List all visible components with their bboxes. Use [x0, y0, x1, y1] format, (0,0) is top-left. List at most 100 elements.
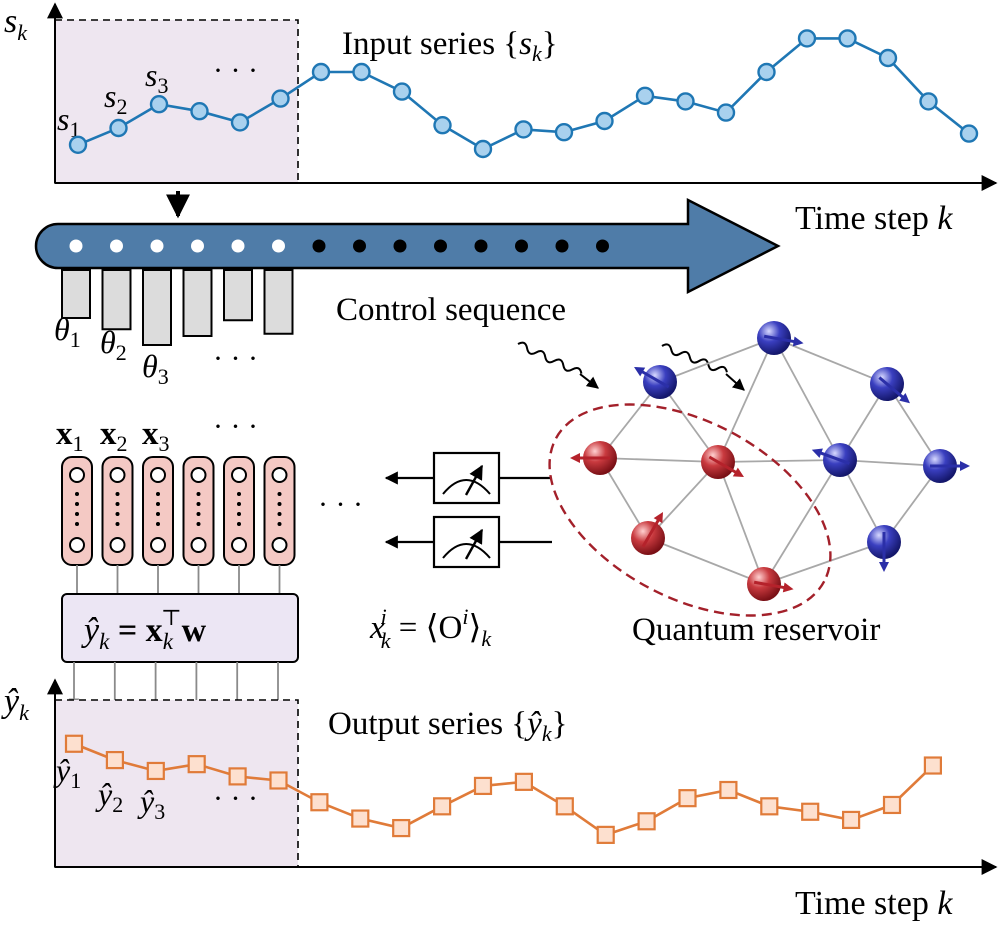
- data-point-6: [271, 89, 290, 108]
- control-dots: [69, 239, 609, 253]
- input-point-ellipsis: · · ·: [213, 54, 258, 87]
- theta-2-label: θ2: [100, 324, 127, 365]
- control-dot-black: [555, 239, 569, 253]
- capsule-dot: [196, 492, 201, 496]
- control-dot-white: [150, 239, 164, 253]
- feature-vector-capsule: [101, 456, 134, 594]
- capsule-dot: [75, 502, 79, 506]
- quantum-reservoir: Quantum reservoir: [517, 321, 970, 648]
- data-point-14: [595, 111, 614, 131]
- spin-arrow-shaft: [638, 368, 670, 389]
- output-series-title: Output series {ŷk}: [328, 706, 567, 746]
- spin-arrow-head: [634, 367, 646, 377]
- spin-arrow-head: [792, 336, 804, 347]
- data-point-17: [716, 103, 736, 122]
- capsule-top-element: [109, 467, 126, 483]
- reservoir-label: Quantum reservoir: [632, 612, 880, 648]
- data-point-20: [838, 29, 857, 48]
- capsule-top-element: [190, 467, 207, 483]
- capsule-top-element: [69, 467, 85, 483]
- lattice-edge: [717, 459, 841, 463]
- data-point-9: [392, 818, 411, 838]
- control-bar-2: [101, 269, 132, 331]
- data-point-1: [64, 734, 84, 753]
- spin-arrow-head: [811, 448, 823, 458]
- data-point-13: [554, 122, 574, 142]
- capsule-bottom-element: [190, 537, 207, 553]
- output-point-label-y3: ŷ3: [137, 783, 165, 824]
- spin-arrow-head: [879, 562, 889, 572]
- red-spin: [747, 567, 794, 601]
- capsule-dot: [156, 502, 160, 506]
- data-point-9: [392, 82, 412, 101]
- x3-label: x3: [142, 416, 170, 456]
- capsule-dot: [156, 512, 160, 516]
- data-point-11: [473, 776, 493, 796]
- data-point-7: [310, 793, 329, 812]
- capsule-dot: [196, 502, 201, 506]
- input-series-chart: sk Time step k Input series {sk} s1 s2 s…: [4, 2, 998, 237]
- data-point-12: [514, 120, 533, 139]
- data-point-4: [190, 101, 209, 121]
- data-point-21: [882, 795, 902, 815]
- lattice-edge: [773, 337, 841, 461]
- control-bar-3: [142, 269, 172, 346]
- feature-capsules: [61, 456, 296, 594]
- series-line: [73, 742, 934, 837]
- data-point-19: [797, 29, 817, 48]
- output-series-marks: [64, 734, 943, 844]
- theta-3-label: θ3: [142, 348, 169, 389]
- data-point-14: [596, 825, 615, 844]
- meter-icon: [432, 451, 501, 505]
- feature-vectors: x1 x2 x3 · · · · · · ŷk = xk⊤w: [56, 410, 363, 750]
- data-point-6: [269, 771, 288, 790]
- control-bar-5: [223, 269, 253, 322]
- capsule-dot: [115, 522, 120, 526]
- theta-1-label: θ1: [54, 311, 81, 352]
- drive-wave-2: [661, 343, 745, 391]
- readout-equation: ŷk = xk⊤w: [81, 605, 207, 654]
- drive-wave-1: [517, 341, 599, 389]
- data-point-12: [514, 772, 534, 791]
- capsule-bottom-element: [150, 537, 166, 553]
- capsule-bottom-element: [69, 537, 85, 553]
- capsule-dot: [277, 492, 282, 496]
- output-point-label-y1: ŷ1: [53, 752, 81, 793]
- data-point-3: [146, 761, 165, 781]
- data-point-16: [678, 789, 697, 808]
- control-dot-white: [69, 239, 83, 253]
- capsule-dot: [196, 522, 201, 526]
- capsule-bottom-element: [231, 537, 247, 553]
- capsule-row-ellipsis: · · ·: [318, 488, 363, 521]
- capsule-top-element: [231, 467, 247, 483]
- control-dot-white: [272, 239, 285, 253]
- measured-subsystem-ellipse: [548, 403, 832, 617]
- lattice-edge: [659, 337, 775, 383]
- spin-arrow-head: [782, 582, 794, 593]
- control-dot-black: [353, 239, 366, 253]
- lattice-edge: [773, 337, 888, 385]
- control-dot-black: [474, 239, 488, 253]
- blue-spin: [757, 321, 804, 355]
- control-dot-black: [596, 239, 609, 253]
- blue-spin: [634, 365, 677, 399]
- input-series-marks: [68, 29, 979, 159]
- red-spin: [631, 512, 665, 555]
- data-point-1: [68, 135, 88, 155]
- spin-arrow-head: [899, 393, 910, 404]
- feature-vector-capsule: [142, 456, 174, 594]
- data-point-20: [841, 810, 861, 830]
- control-dot-black: [515, 239, 528, 253]
- capsule-dot: [75, 492, 79, 496]
- input-point-label-s2: s2: [104, 78, 127, 119]
- data-point-22: [919, 92, 938, 111]
- data-point-3: [149, 94, 169, 114]
- input-series-title: Input series {sk}: [342, 26, 558, 66]
- capsule-bottom-element: [109, 537, 126, 553]
- spin-arrow-shaft: [878, 376, 907, 401]
- capsule-dot: [196, 512, 201, 516]
- blue-spin: [923, 449, 970, 483]
- capsule-bottom-element: [271, 537, 288, 553]
- data-point-18: [757, 62, 776, 82]
